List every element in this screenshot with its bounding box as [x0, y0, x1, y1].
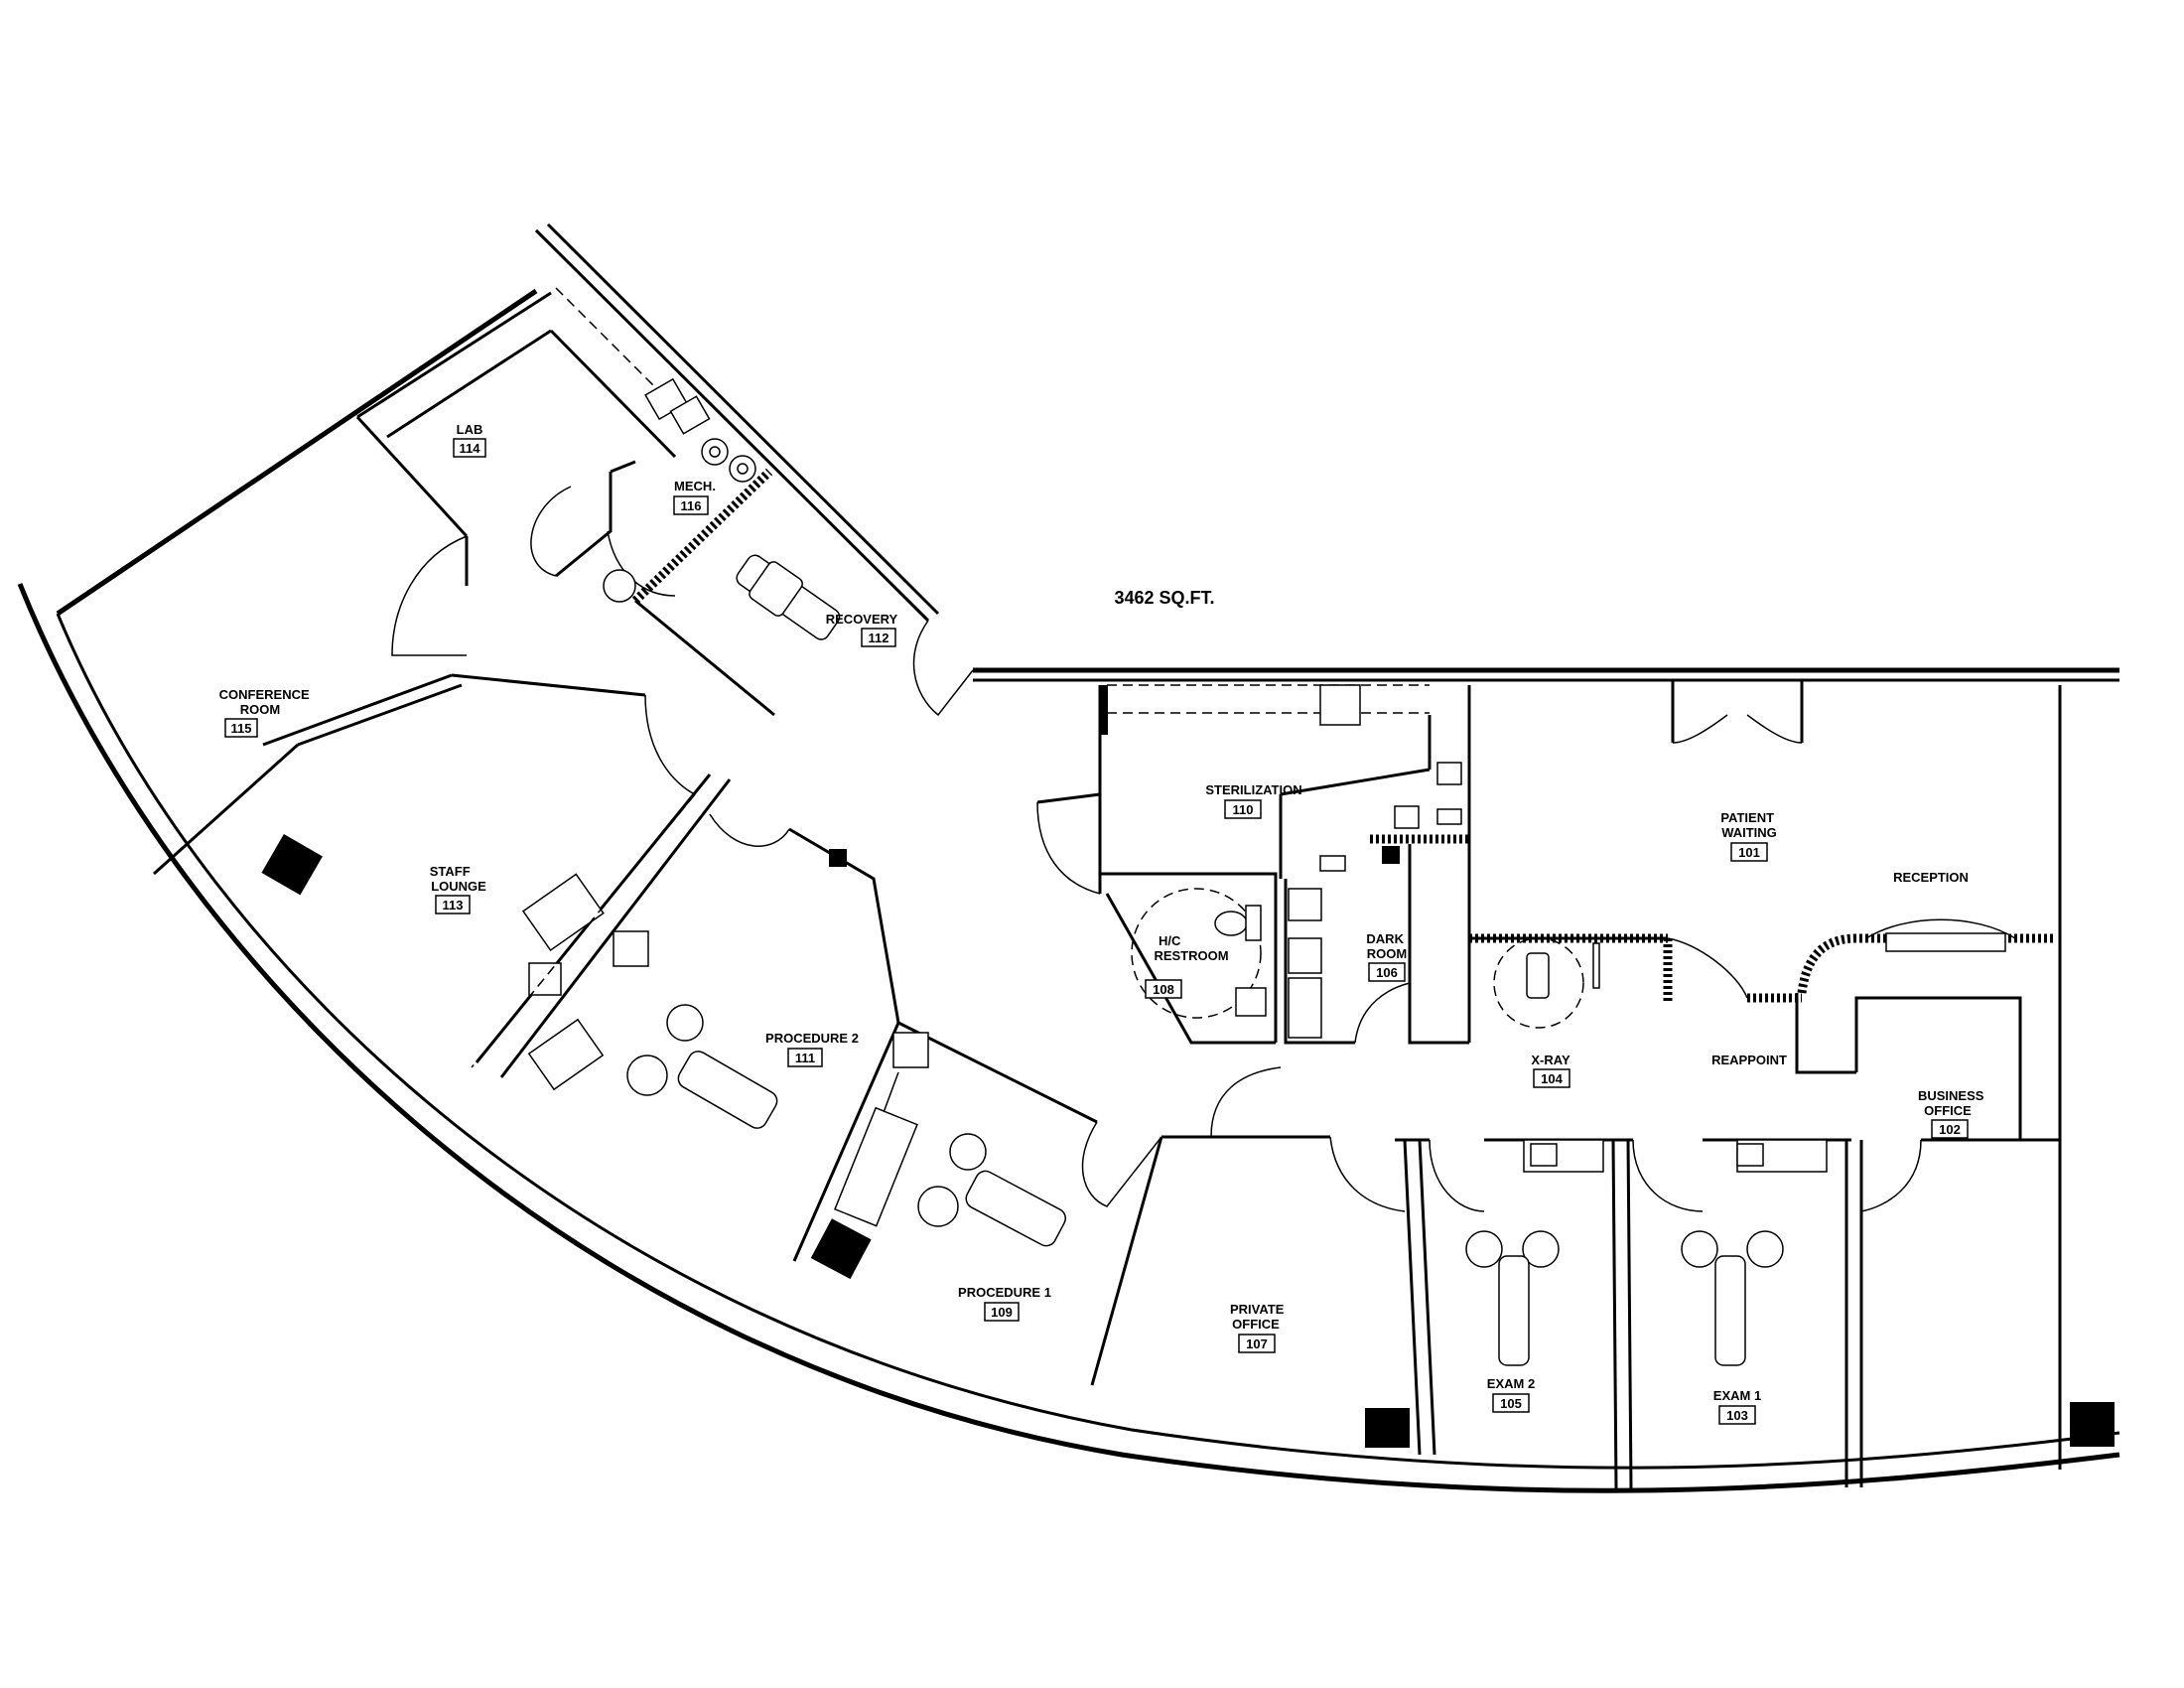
room-number-box: [861, 628, 896, 647]
room-number-box: [1718, 1405, 1756, 1425]
room-name: PROCEDURE 2: [765, 1031, 859, 1046]
room-number-box: [787, 1048, 823, 1067]
room-staff-lounge: STAFF LOUNGE 113: [430, 864, 486, 914]
room-name-line-1: PATIENT: [1720, 810, 1774, 825]
room-number-box: [1238, 1334, 1276, 1353]
room-name: STERILIZATION: [1205, 782, 1301, 797]
interior-walls: [152, 291, 2062, 1490]
room-sterilization: STERILIZATION 110: [1205, 782, 1302, 819]
room-number: 103: [1726, 1408, 1748, 1423]
room-name: PRIVATE OFFICE: [1230, 1302, 1288, 1332]
room-name-line-2: LOUNGE: [431, 879, 486, 894]
room-number: 102: [1939, 1122, 1961, 1137]
room-number: 109: [991, 1305, 1013, 1320]
room-dark-room: DARK ROOM 106: [1366, 931, 1407, 982]
room-name-line-2: ROOM: [1367, 946, 1407, 961]
room-number-box: [984, 1302, 1020, 1322]
room-lab: LAB 114: [453, 422, 486, 458]
room-labels: LAB 114 MECH. 116 RECOVERY 112 CONFERENC…: [219, 422, 1987, 1425]
room-number-box: [224, 718, 258, 738]
room-number: 113: [443, 898, 464, 913]
room-name: PROCEDURE 1: [958, 1285, 1051, 1300]
room-number: 108: [1153, 982, 1174, 997]
columns: [261, 833, 2115, 1448]
room-number: 112: [869, 631, 889, 645]
room-name-line-2: OFFICE: [1232, 1317, 1280, 1332]
room-number: 104: [1541, 1071, 1563, 1086]
room-exam-1: EXAM 1 103: [1713, 1388, 1761, 1425]
room-name: LAB: [457, 422, 483, 437]
room-number: 111: [795, 1051, 815, 1065]
room-number: 110: [1233, 802, 1254, 817]
room-name: REAPPOINT: [1711, 1053, 1787, 1067]
room-name: EXAM 2: [1487, 1376, 1535, 1391]
room-number-box: [1730, 842, 1768, 862]
room-number: 105: [1500, 1396, 1522, 1411]
room-number-box: [435, 895, 471, 914]
room-name-line-1: H/C: [1159, 933, 1181, 948]
room-name-line-1: CONFERENCE: [219, 687, 310, 702]
room-number: 116: [681, 498, 702, 513]
room-number: 106: [1376, 965, 1398, 980]
room-name: RECEPTION: [1893, 870, 1969, 885]
room-number-box: [1931, 1119, 1969, 1139]
room-hc-restroom: H/C RESTROOM 108: [1145, 933, 1229, 999]
room-name-line-2: RESTROOM: [1154, 948, 1228, 963]
room-number-box: [673, 495, 709, 515]
total-area-label: 3462 SQ.FT.: [1114, 588, 1214, 608]
room-number: 101: [1738, 845, 1760, 860]
room-name: CONFERENCE ROOM: [219, 687, 314, 717]
room-number: 107: [1246, 1336, 1268, 1351]
room-name-line-1: PRIVATE: [1230, 1302, 1285, 1317]
room-private-office: PRIVATE OFFICE 107: [1230, 1302, 1288, 1353]
room-name-line-2: ROOM: [240, 702, 280, 717]
room-recovery: RECOVERY 112: [826, 612, 898, 647]
room-name-line-2: OFFICE: [1924, 1103, 1972, 1118]
room-patient-waiting: PATIENT WAITING 101: [1720, 810, 1777, 862]
room-name-line-2: WAITING: [1721, 825, 1777, 840]
room-name: RECOVERY: [826, 612, 898, 627]
room-name: DARK ROOM: [1366, 931, 1407, 961]
room-conference: CONFERENCE ROOM 115: [219, 687, 314, 738]
room-number: 115: [231, 721, 252, 736]
room-procedure-2: PROCEDURE 2 111: [765, 1031, 859, 1067]
room-name: PATIENT WAITING: [1720, 810, 1777, 840]
room-name-line-1: DARK: [1366, 931, 1404, 946]
room-name: EXAM 1: [1713, 1388, 1761, 1403]
room-number-box: [1368, 962, 1406, 982]
room-name: STAFF LOUNGE: [430, 864, 486, 894]
room-name: MECH.: [674, 479, 716, 493]
room-procedure-1: PROCEDURE 1 109: [958, 1285, 1051, 1322]
room-number-box: [1533, 1068, 1570, 1088]
room-number-box: [1145, 979, 1182, 999]
room-reappoint: REAPPOINT: [1711, 1053, 1787, 1067]
room-number-box: [1492, 1393, 1530, 1413]
room-reception: RECEPTION: [1893, 870, 1969, 885]
doors: [391, 486, 1922, 1212]
room-number: 114: [460, 441, 481, 456]
room-number-box: [1224, 799, 1262, 819]
room-name-line-1: STAFF: [430, 864, 471, 879]
room-business-office: BUSINESS OFFICE 102: [1918, 1088, 1987, 1139]
room-number-box: [453, 438, 486, 458]
room-name-line-1: BUSINESS: [1918, 1088, 1984, 1103]
room-name: BUSINESS OFFICE: [1918, 1088, 1987, 1118]
fixtures: [471, 287, 2016, 1366]
room-name: X-RAY: [1531, 1053, 1570, 1067]
room-mech: MECH. 116: [673, 479, 716, 515]
room-exam-2: EXAM 2 105: [1487, 1376, 1535, 1413]
exterior-walls: [17, 222, 2120, 1493]
room-x-ray: X-RAY 104: [1531, 1053, 1570, 1088]
room-name: H/C RESTROOM: [1154, 933, 1228, 963]
